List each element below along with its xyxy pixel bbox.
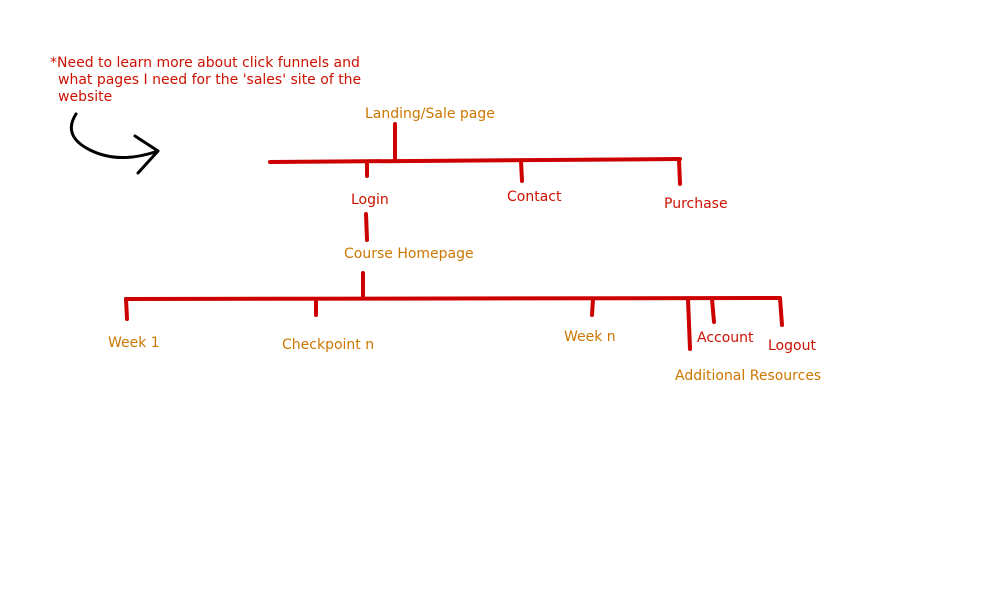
node-course-homepage: Course Homepage: [344, 246, 474, 262]
login-to-course-line: [364, 212, 369, 242]
node-checkpoint-n: Checkpoint n: [282, 337, 375, 353]
additional-resources-branch: [686, 297, 692, 351]
weekn-branch: [590, 297, 595, 317]
node-login: Login: [351, 192, 389, 208]
click-funnels-note: *Need to learn more about click funnels …: [50, 55, 362, 106]
week1-branch: [124, 297, 129, 321]
node-week-n: Week n: [564, 329, 616, 345]
node-purchase: Purchase: [664, 196, 728, 212]
node-landing-sale-page: Landing/Sale page: [365, 106, 495, 122]
note-line-2: what pages I need for the 'sales' site o…: [58, 72, 362, 88]
node-additional-resources: Additional Resources: [675, 368, 822, 384]
logout-branch: [778, 296, 784, 327]
top-horizontal-line: [268, 157, 682, 164]
course-connector-group: [124, 271, 784, 351]
node-week-1: Week 1: [108, 335, 160, 351]
bottom-horizontal-line: [124, 296, 782, 301]
contact-branch: [519, 159, 524, 183]
purchase-branch: [677, 158, 682, 186]
login-connector-group: [364, 212, 369, 242]
note-line-3: website: [58, 89, 113, 105]
curved-arrow-icon: [69, 112, 157, 160]
node-account: Account: [697, 330, 754, 346]
account-branch: [710, 297, 716, 324]
node-logout: Logout: [768, 338, 816, 354]
note-line-1: *Need to learn more about click funnels …: [50, 55, 360, 71]
node-contact: Contact: [507, 189, 562, 205]
landing-connector-group: [268, 122, 682, 186]
arrow-head-icon: [133, 134, 160, 175]
